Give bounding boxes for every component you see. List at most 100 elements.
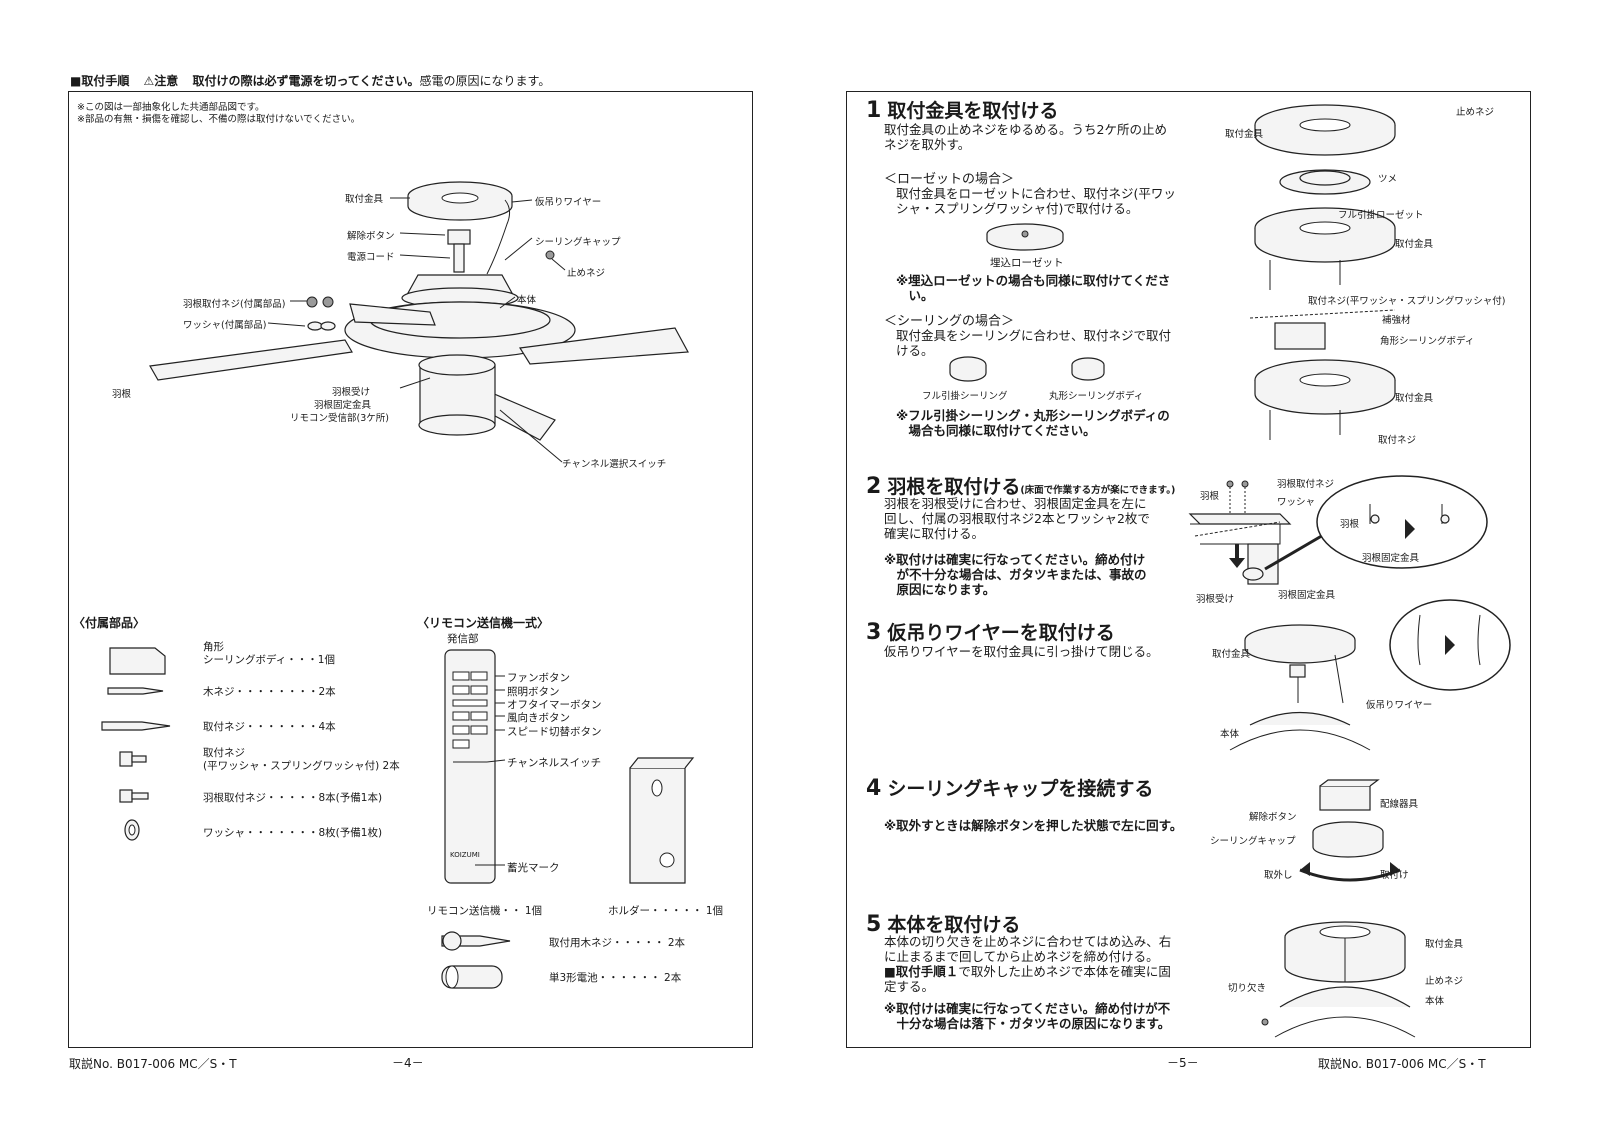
s5-label-screw: 止めネジ (1425, 976, 1464, 987)
step-3-text: 仮吊りワイヤーを取付金具に引っ掛けて閉じる。 (884, 644, 1159, 659)
remote-diagram (444, 649, 695, 884)
s2-label-washer: ワッシャ (1277, 497, 1316, 508)
remote-accessory-icons (441, 931, 511, 989)
s1-label-tab: ツメ (1378, 174, 1398, 185)
label-channel-switch: チャンネル選択スイッチ (562, 459, 667, 470)
accessory-2: 木ネジ・・・・・・・・2本 (203, 686, 336, 698)
label-blade-screw: 羽根取付ネジ(付属部品) (183, 299, 286, 310)
rosette-title: ＜ローゼットの場合＞ (884, 172, 1015, 187)
remote-label-luminous: 蓄光マーク (507, 862, 560, 874)
step-2-text: 羽根を羽根受けに合わせ、羽根固定金具を左に 回し、付属の羽根取付ネジ2本とワッシ… (884, 496, 1150, 541)
accessory-icons (101, 647, 171, 841)
label-cord: 電源コード (347, 252, 395, 263)
step-1-figure (1249, 104, 1396, 440)
s4-label-release: 解除ボタン (1249, 812, 1297, 823)
step-5-figure (1261, 921, 1416, 1038)
s2-zoom-label-fixing: 羽根固定金具 (1362, 553, 1420, 564)
caution-label: ⚠注意 (143, 74, 179, 88)
accessory-6: ワッシャ・・・・・・・8枚(予備1枚) (203, 827, 383, 839)
holder-qty: ホルダー・・・・・ 1個 (608, 905, 724, 917)
wood-screw-qty: 取付用木ネジ・・・・・ 2本 (549, 937, 686, 949)
remote-emitter-label: 発信部 (447, 633, 479, 645)
s1-label-screw-washer: 取付ネジ(平ワッシャ・スプリングワッシャ付) (1308, 296, 1506, 307)
remote-label-direction: 風向きボタン (507, 712, 570, 724)
step-1-text: 取付金具の止めネジをゆるめる。うち2ケ所の止め ネジを取外す。 (884, 122, 1167, 152)
accessory-5: 羽根取付ネジ・・・・・8本(予備1本) (203, 792, 383, 804)
s1-label-full-rosette: フル引掛ローゼット (1338, 210, 1424, 221)
rosette-text: 取付金具をローゼットに合わせ、取付ネジ(平ワッ シャ・スプリングワッシャ付)で取… (896, 186, 1176, 216)
s5-label-notch: 切り欠き (1228, 983, 1267, 994)
remote-title: 〈リモコン送信機一式〉 (417, 616, 550, 630)
ceiling-fig1-label: フル引掛シーリング (922, 391, 1008, 402)
fan-exploded-diagram (149, 181, 689, 463)
label-release: 解除ボタン (347, 231, 395, 242)
right-page-number: －5－ (1167, 1056, 1199, 1070)
s2-label-fixing: 羽根固定金具 (1278, 590, 1336, 601)
ceiling-figs (949, 356, 1105, 382)
s4-label-attach: 取付け (1380, 870, 1409, 881)
wood-screw-icon (107, 687, 164, 695)
transmitter-qty: リモコン送信機・・ 1個 (427, 905, 543, 917)
label-fixing: 羽根固定金具 (314, 400, 372, 411)
label-holder: 羽根受け (332, 387, 371, 398)
s5-label-body: 本体 (1425, 996, 1445, 1007)
step-5-note: ※取付けは確実に行なってください。締め付けが不 十分な場合は落下・ガタツキの原因… (884, 1001, 1171, 1031)
ceiling-text: 取付金具をシーリングに合わせ、取付ネジで取付 ける。 (896, 328, 1172, 358)
label-blade: 羽根 (112, 389, 132, 400)
label-receiver: リモコン受信部(3ケ所) (290, 413, 389, 424)
s1-label-bracket: 取付金具 (1225, 129, 1264, 140)
label-body: 本体 (517, 295, 537, 306)
left-footer-doc: 取説No. B017-006 MC／S・T (69, 1057, 237, 1071)
disclaimer-1: ※この図は一部抽象化した共通部品図です。 (77, 102, 265, 113)
accessories-title: 〈付属部品〉 (73, 616, 146, 630)
label-cap: シーリングキャップ (535, 237, 621, 248)
s2-zoom-label-blade: 羽根 (1340, 519, 1360, 530)
caution-message: 取付けの際は必ず電源を切ってください。 (192, 74, 420, 88)
remote-brand-text: KOIZUMI (450, 851, 480, 859)
s1-label-reinforce: 補強材 (1382, 315, 1411, 326)
s4-label-wiring: 配線器具 (1380, 799, 1419, 810)
s1-label-bracket3: 取付金具 (1395, 393, 1434, 404)
washer-screw-icon (119, 751, 133, 767)
accessory-1: 角形 シーリングボディ・・・1個 (203, 641, 335, 666)
step-5-text2: ■取付手順１で取外した止めネジで本体を確実に固 定する。 (884, 964, 1171, 994)
accessory-3: 取付ネジ・・・・・・・4本 (203, 721, 336, 733)
disclaimer-2: ※部品の有無・損傷を確認し、不備の際は取付けないでください。 (77, 114, 361, 125)
s2-label-blade: 羽根 (1200, 491, 1220, 502)
ceiling-title: ＜シーリングの場合＞ (884, 314, 1015, 329)
s3-label-body: 本体 (1220, 729, 1240, 740)
rosette-fig-label: 埋込ローゼット (990, 257, 1064, 269)
accessory-4: 取付ネジ (平ワッシャ・スプリングワッシャ付) 2本 (203, 747, 400, 772)
s4-label-cap: シーリングキャップ (1210, 836, 1296, 847)
s5-label-bracket: 取付金具 (1425, 939, 1464, 950)
ceiling-fig2-label: 丸形シーリングボディ (1049, 391, 1144, 402)
mount-screw-icon (101, 721, 171, 731)
square-ceiling-body-icon (109, 647, 166, 675)
left-page-number: －4－ (392, 1056, 424, 1070)
left-page-frame (68, 91, 753, 1048)
label-bracket: 取付金具 (345, 194, 384, 205)
embedded-rosette-fig (986, 223, 1064, 251)
remote-label-light: 照明ボタン (507, 686, 560, 698)
remote-label-fan: ファンボタン (507, 672, 570, 684)
step-3-figure (1229, 599, 1511, 751)
s1-label-square-body: 角形シーリングボディ (1380, 336, 1475, 347)
step-4-note: ※取外すときは解除ボタンを押した状態で左に回す。 (884, 818, 1183, 833)
label-washer: ワッシャ(付属部品) (183, 320, 267, 331)
right-page-frame (846, 91, 1531, 1048)
rosette-note: ※埋込ローゼットの場合も同様に取付けてくださ い。 (896, 273, 1171, 303)
right-footer-doc: 取説No. B017-006 MC／S・T (1318, 1057, 1486, 1071)
remote-label-channel: チャンネルスイッチ (507, 757, 602, 769)
page-title: ■取付手順 ⚠注意 取付けの際は必ず電源を切ってください。感電の原因になります。 (70, 74, 551, 88)
label-wire: 仮吊りワイヤー (535, 197, 602, 208)
blade-screw-icon (119, 789, 133, 803)
s1-label-screw: 止めネジ (1456, 107, 1495, 118)
s1-label-screw2: 取付ネジ (1378, 435, 1417, 446)
s2-label-holder: 羽根受け (1196, 594, 1235, 605)
s4-label-remove: 取外し (1264, 870, 1293, 881)
